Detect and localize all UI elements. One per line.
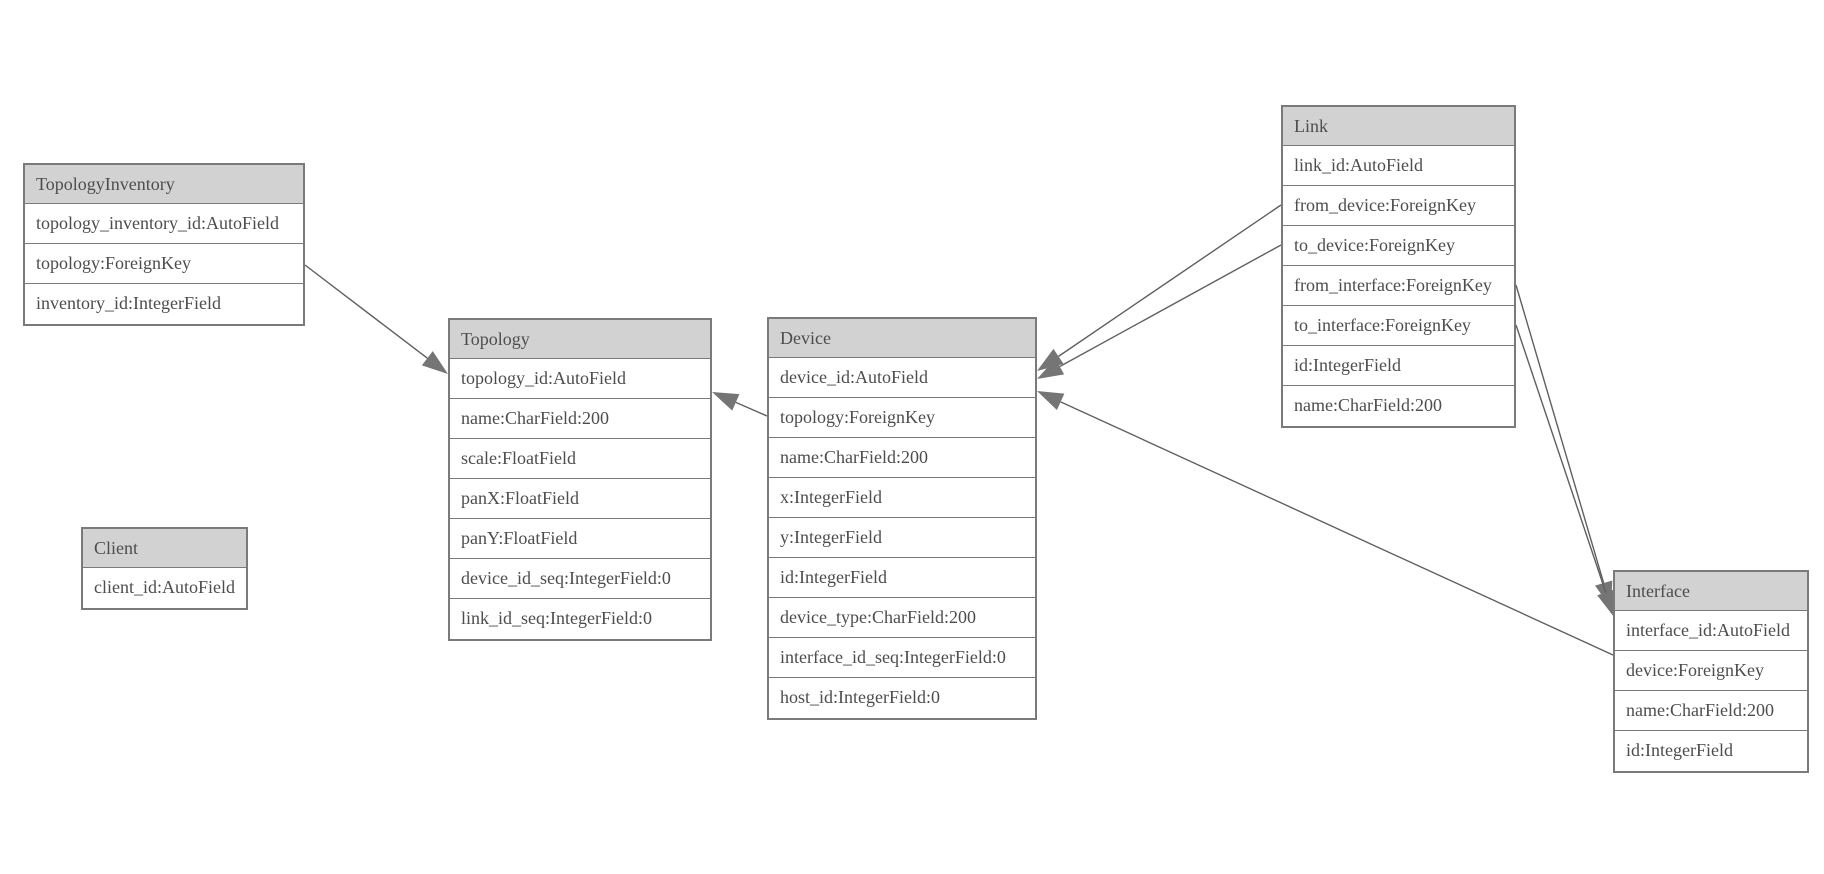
entity-field-row: device_type:CharField:200 — [769, 598, 1035, 638]
relation-line-link-to-device — [1058, 204, 1282, 357]
entity-title: Client — [83, 529, 246, 568]
entity-field-row: panX:FloatField — [450, 479, 710, 519]
entity-field-row: id:IntegerField — [769, 558, 1035, 598]
entity-field-row: id:IntegerField — [1283, 346, 1514, 386]
relation-line-link-to-interface — [1515, 284, 1605, 584]
arrowhead-icon — [421, 351, 448, 374]
entity-field-row: id:IntegerField — [1615, 731, 1807, 771]
entity-field-row: topology:ForeignKey — [769, 398, 1035, 438]
entity-field-row: name:CharField:200 — [1283, 386, 1514, 426]
entity-field-row: to_device:ForeignKey — [1283, 226, 1514, 266]
entity-field-row: scale:FloatField — [450, 439, 710, 479]
entity-field-row: device_id:AutoField — [769, 358, 1035, 398]
entity-field-row: panY:FloatField — [450, 519, 710, 559]
relation-line-interface-to-device — [1060, 401, 1614, 656]
relation-line-topologyinventory-to-topology — [304, 264, 428, 359]
entity-field-row: x:IntegerField — [769, 478, 1035, 518]
entity-field-row: device:ForeignKey — [1615, 651, 1807, 691]
entity-field-row: link_id_seq:IntegerField:0 — [450, 599, 710, 639]
arrowhead-icon — [712, 392, 740, 411]
entity-field-row: interface_id_seq:IntegerField:0 — [769, 638, 1035, 678]
entity-field-row: interface_id:AutoField — [1615, 611, 1807, 651]
entity-field-row: device_id_seq:IntegerField:0 — [450, 559, 710, 599]
entity-field-row: name:CharField:200 — [450, 399, 710, 439]
entity-field-row: topology_id:AutoField — [450, 359, 710, 399]
entity-field-row: from_device:ForeignKey — [1283, 186, 1514, 226]
entity-field-row: name:CharField:200 — [769, 438, 1035, 478]
entity-title: TopologyInventory — [25, 165, 303, 204]
entity-field-row: to_interface:ForeignKey — [1283, 306, 1514, 346]
entity-field-row: name:CharField:200 — [1615, 691, 1807, 731]
arrowhead-icon — [1597, 589, 1615, 617]
entity-field-row: from_interface:ForeignKey — [1283, 266, 1514, 306]
arrowhead-icon — [1037, 358, 1065, 379]
entity-field-row: host_id:IntegerField:0 — [769, 678, 1035, 718]
entity-field-row: client_id:AutoField — [83, 568, 246, 608]
relation-line-link-to-device — [1059, 244, 1282, 368]
entity-field-row: inventory_id:IntegerField — [25, 284, 303, 324]
entity-field-row: link_id:AutoField — [1283, 146, 1514, 186]
entity-title: Topology — [450, 320, 710, 359]
entity-title: Device — [769, 319, 1035, 358]
arrowhead-icon — [1037, 391, 1065, 411]
entity-field-row: y:IntegerField — [769, 518, 1035, 558]
relation-line-link-to-interface — [1515, 324, 1607, 593]
relation-line-device-to-topology — [735, 401, 768, 417]
entity-field-row: topology:ForeignKey — [25, 244, 303, 284]
entity-field-row: topology_inventory_id:AutoField — [25, 204, 303, 244]
entity-title: Link — [1283, 107, 1514, 146]
entity-title: Interface — [1615, 572, 1807, 611]
